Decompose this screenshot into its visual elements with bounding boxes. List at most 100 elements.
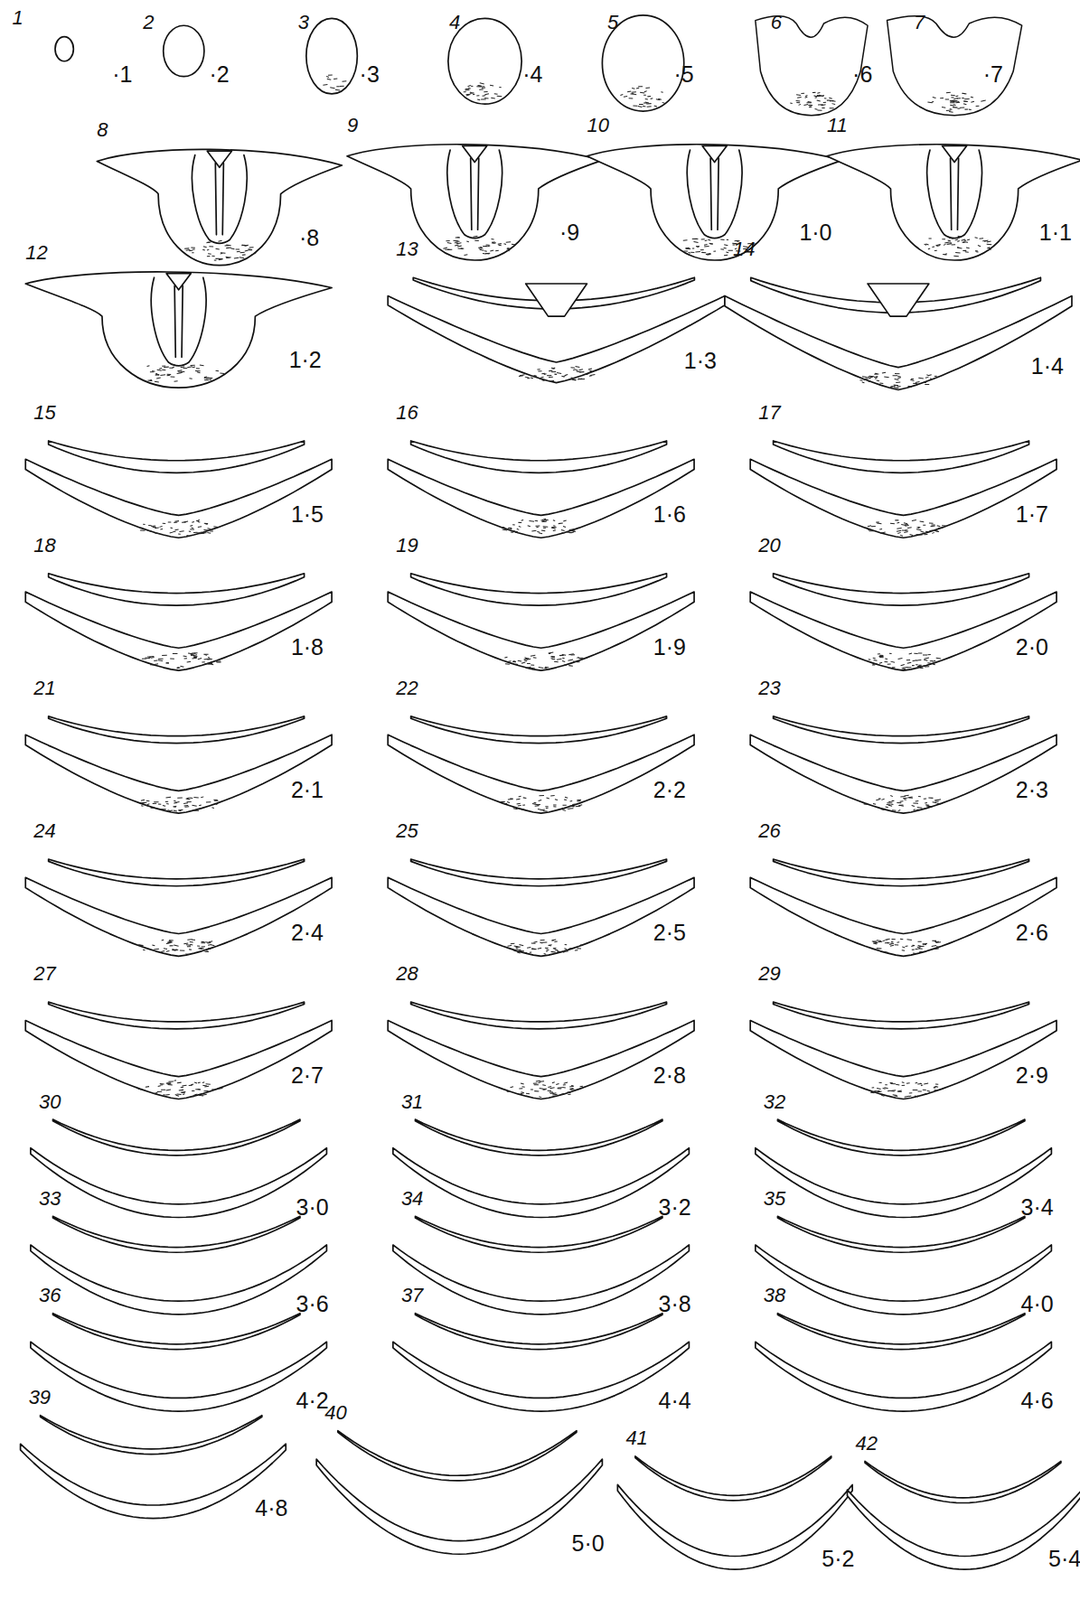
stipple [898,810,902,812]
stipple [911,949,915,951]
stipple [871,525,876,527]
stipple [156,374,160,376]
stipple [569,1086,574,1089]
stipple [910,535,914,536]
stipple [918,796,921,798]
stipple [203,532,207,534]
stipple [202,1081,205,1084]
stipple [936,245,940,247]
section-number: 19 [395,535,418,556]
section-slab [414,1216,662,1253]
stipple [169,939,174,941]
stipple [491,238,495,240]
stipple [912,660,918,662]
stipple [568,665,573,667]
stipple [935,800,940,802]
stipple [207,253,212,254]
stipple [530,655,536,658]
stipple [547,1090,552,1092]
stipple [153,660,158,662]
stipple [538,533,543,535]
stipple [482,94,487,97]
stipple [897,375,902,378]
stipple [890,523,895,526]
stipple [927,662,931,664]
stipple [936,946,940,949]
stipple [897,377,902,379]
stipple [159,1084,163,1086]
stipple [886,942,889,944]
section-band [755,1342,1052,1412]
stipple [929,660,933,662]
stipple [543,1089,547,1090]
stipple [892,1094,898,1097]
stipple [167,375,171,377]
stipple [556,372,562,374]
stipple [178,809,183,812]
stipple [705,253,711,254]
stipple [576,657,579,659]
depth-value: 4·2 [296,1389,329,1413]
stipple [173,802,178,804]
stipple [562,1087,566,1090]
stipple [166,1082,172,1084]
stipple [563,805,567,807]
stipple [478,84,481,86]
stipple [875,799,880,801]
stipple [167,942,171,945]
stipple [805,96,808,99]
section-band [393,1245,690,1315]
stipple [494,93,498,95]
stipple [510,943,516,946]
stipple [211,1089,215,1091]
stipple [544,948,549,949]
stipple [934,941,940,943]
stipple [919,946,925,948]
stipple [242,253,246,255]
stipple [515,950,520,952]
stipple [552,656,555,658]
stipple [333,77,338,80]
stipple [162,523,166,525]
stipple [879,383,883,385]
stipple [556,950,560,953]
depth-value: 5·4 [1048,1548,1080,1571]
stipple [941,106,946,109]
stipple [891,941,893,944]
stipple [225,247,231,250]
stipple [184,657,188,659]
stipple [147,365,151,367]
stipple [562,657,564,660]
stipple [247,248,253,251]
stipple [954,100,959,102]
stipple [188,948,192,950]
stipple [541,373,545,376]
section-band [393,1148,690,1219]
stipple [965,251,969,253]
stipple [327,78,331,80]
stipple [544,806,548,808]
stipple [244,250,249,252]
notochord [867,283,930,317]
stipple [169,945,174,947]
stipple [660,91,663,93]
stipple [911,519,917,521]
stipple [923,798,927,800]
stipple [980,100,986,102]
section-number: 41 [625,1428,648,1449]
stipple [516,528,519,530]
stipple [796,93,801,96]
stipple [166,803,170,805]
stipple [569,948,573,949]
stipple [870,1092,874,1094]
stipple [892,666,896,668]
stipple [918,377,924,380]
depth-value: 1·6 [653,503,686,526]
stipple [336,85,340,87]
stipple [563,665,567,667]
stipple [968,109,972,111]
stipple [955,252,960,254]
stipple [915,948,919,950]
stipple [529,952,532,954]
stipple [654,105,658,107]
